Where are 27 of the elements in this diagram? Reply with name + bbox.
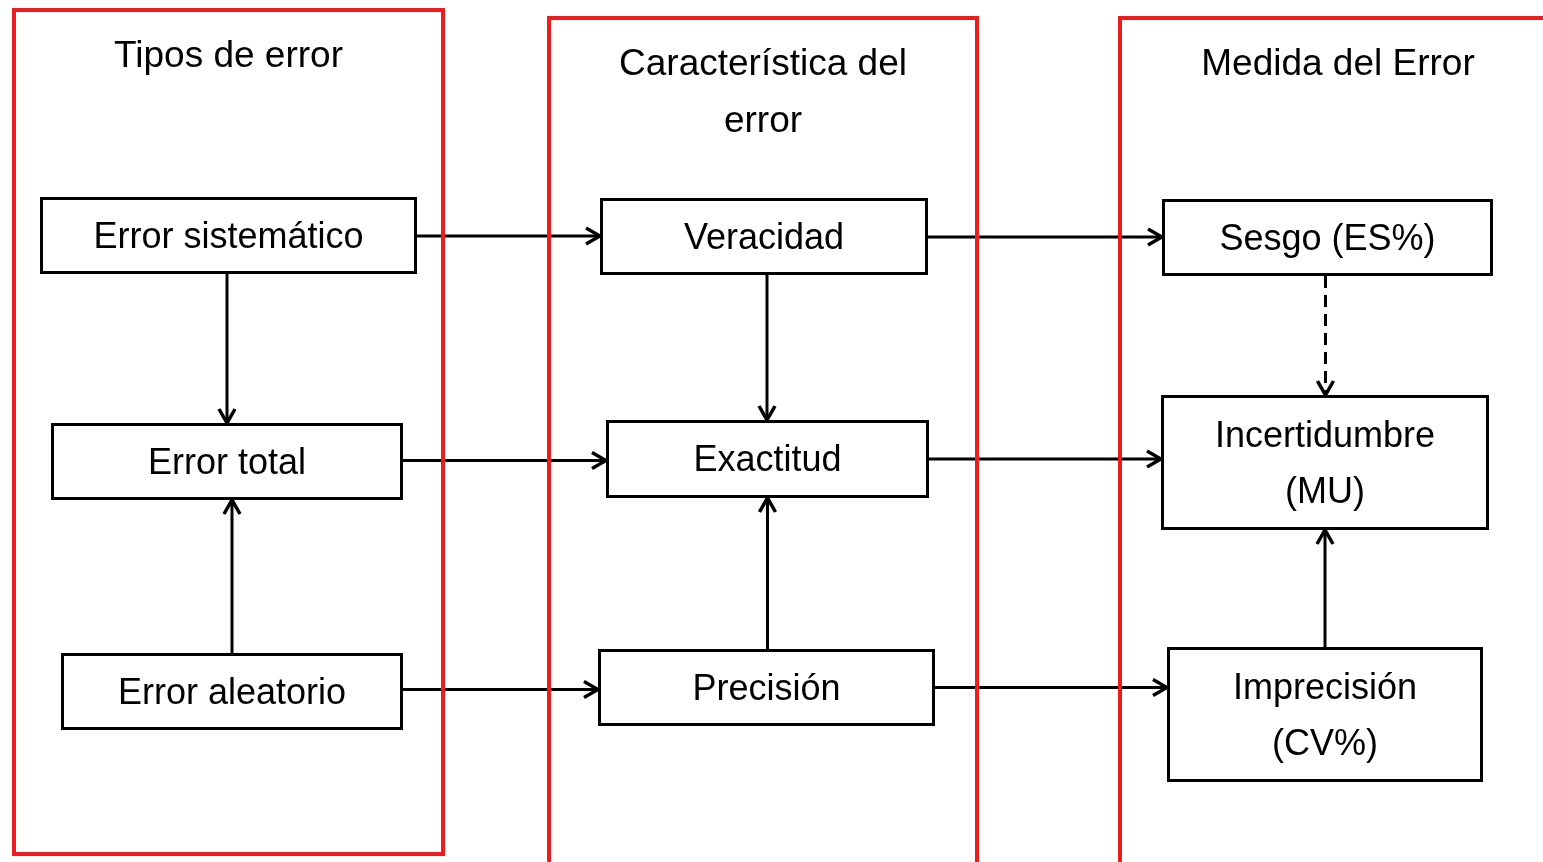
arrow bbox=[417, 226, 602, 246]
process-box: Precisión bbox=[598, 649, 935, 726]
arrow bbox=[217, 274, 237, 425]
arrow bbox=[935, 677, 1169, 698]
arrow bbox=[1315, 528, 1335, 647]
arrow bbox=[222, 498, 242, 653]
process-box: Veracidad bbox=[600, 198, 928, 275]
process-box: Imprecisión (CV%) bbox=[1167, 647, 1483, 782]
process-box: Exactitud bbox=[606, 420, 929, 498]
process-box: Incertidumbre (MU) bbox=[1161, 395, 1489, 530]
group-frame bbox=[547, 16, 979, 862]
arrow bbox=[928, 227, 1164, 247]
process-box: Error aleatorio bbox=[61, 653, 403, 730]
arrow bbox=[403, 450, 608, 471]
process-box: Sesgo (ES%) bbox=[1162, 199, 1493, 276]
process-box: Error total bbox=[51, 423, 403, 500]
column-heading: Tipos de error bbox=[113, 33, 344, 77]
arrow bbox=[403, 679, 600, 700]
group-frame bbox=[12, 8, 445, 856]
process-box: Error sistemático bbox=[40, 197, 417, 274]
column-heading: Medida del Error bbox=[1200, 41, 1476, 85]
group-frame bbox=[1118, 16, 1543, 862]
arrow bbox=[757, 275, 777, 422]
arrow bbox=[757, 496, 778, 649]
arrow bbox=[1315, 276, 1336, 397]
arrow bbox=[929, 449, 1163, 469]
column-heading: Característica del error bbox=[618, 41, 908, 142]
